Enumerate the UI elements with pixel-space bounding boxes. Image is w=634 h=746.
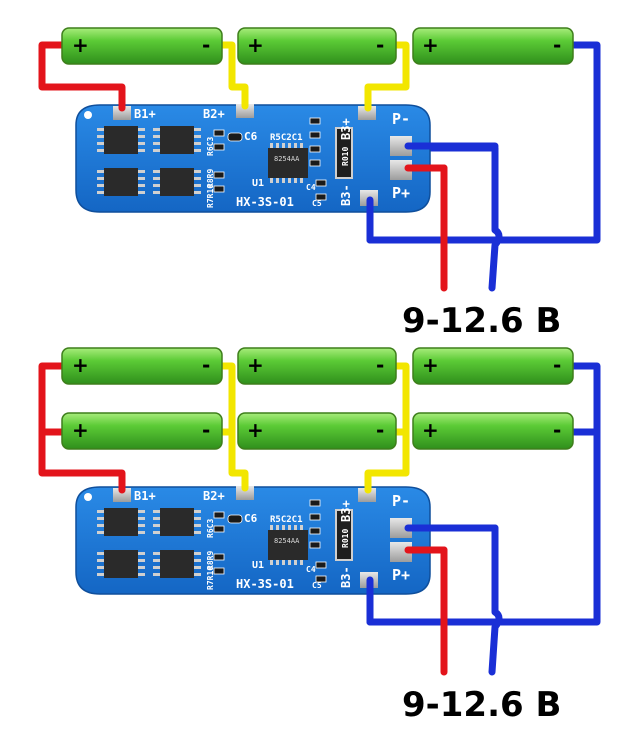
- label-u1: U1: [252, 560, 264, 571]
- pad-b1: [113, 106, 131, 120]
- cell-plus-label: +: [72, 418, 89, 442]
- label-b1: B1+: [134, 489, 156, 503]
- cell-bottom-1: + -: [61, 347, 223, 385]
- label-r7r10: R7R10: [206, 184, 215, 208]
- label-b3minus: B3-: [339, 184, 353, 206]
- ic-marking: 8254AA: [274, 537, 300, 545]
- label-b3minus: B3-: [339, 566, 353, 588]
- diagram-top: + - + - + -: [38, 27, 601, 341]
- diagram-bottom: + - + - + - + - + - + -: [38, 347, 601, 725]
- cell-plus-label: +: [247, 353, 264, 377]
- output-voltage-label: 9-12.6 B: [402, 685, 561, 725]
- cell-plus-label: +: [72, 353, 89, 377]
- cell-minus-label: -: [376, 418, 384, 442]
- label-r5c2c1: R5C2C1: [270, 515, 303, 525]
- label-c5: C5: [312, 199, 322, 208]
- cell-plus-label: +: [422, 418, 439, 442]
- cell-minus-label: -: [202, 353, 210, 377]
- bms-board-bottom: 8254AA R010 B1+ B2+ B3+ B3- P- P+ HX-3S-…: [75, 486, 431, 595]
- label-b1: B1+: [134, 107, 156, 121]
- cell-bottom-4: + -: [61, 412, 223, 450]
- pad-b3: [358, 106, 376, 120]
- label-b2: B2+: [203, 489, 225, 503]
- board-model: HX-3S-01: [236, 195, 294, 209]
- label-r6c3: R6C3: [206, 137, 215, 156]
- shunt-resistor: [335, 127, 353, 179]
- label-b3: B3+: [339, 500, 353, 522]
- pad-b2: [236, 104, 254, 118]
- output-voltage-label: 9-12.6 B: [402, 301, 561, 341]
- protection-ic: [268, 530, 308, 560]
- protection-ic: [268, 148, 308, 178]
- label-r8r9: R8R9: [206, 169, 215, 188]
- pad-pminus: [390, 136, 412, 156]
- cell-plus-label: +: [247, 33, 264, 57]
- shunt-label: R010: [341, 147, 350, 166]
- label-b2: B2+: [203, 107, 225, 121]
- label-c6: C6: [244, 512, 258, 525]
- cell-bottom-3: + -: [412, 347, 574, 385]
- label-pplus: P+: [392, 184, 410, 202]
- cell-top-3: + -: [412, 27, 574, 65]
- cell-minus-label: -: [202, 33, 210, 57]
- cell-minus-label: -: [553, 353, 561, 377]
- label-pminus: P-: [392, 492, 410, 510]
- mosfet-chips: [97, 508, 201, 578]
- shunt-resistor: [335, 509, 353, 561]
- label-pminus: P-: [392, 110, 410, 128]
- ic-marking: 8254AA: [274, 155, 300, 163]
- bms-board-top: 8254AA R010 B1+ B2+ B3+ B3- P- P+ HX-3S-…: [75, 104, 431, 213]
- cell-minus-label: -: [553, 33, 561, 57]
- cell-top-1: + -: [61, 27, 223, 65]
- cell-bottom-6: + -: [412, 412, 574, 450]
- cell-minus-label: -: [202, 418, 210, 442]
- label-r5c2c1: R5C2C1: [270, 133, 303, 143]
- label-r8r9: R8R9: [206, 551, 215, 570]
- label-pplus: P+: [392, 566, 410, 584]
- cell-plus-label: +: [422, 33, 439, 57]
- cell-minus-label: -: [376, 33, 384, 57]
- cell-minus-label: -: [553, 418, 561, 442]
- pad-b2: [236, 486, 254, 500]
- label-r6c3: R6C3: [206, 519, 215, 538]
- wire-blue-pminus: [406, 524, 503, 676]
- cell-minus-label: -: [376, 353, 384, 377]
- pad-pminus: [390, 518, 412, 538]
- board-model: HX-3S-01: [236, 577, 294, 591]
- label-r7r10: R7R10: [206, 566, 215, 590]
- pad-b3: [358, 488, 376, 502]
- label-c5: C5: [312, 581, 322, 590]
- shunt-label: R010: [341, 529, 350, 548]
- cell-plus-label: +: [247, 418, 264, 442]
- cell-plus-label: +: [72, 33, 89, 57]
- label-u1: U1: [252, 178, 264, 189]
- cell-bottom-2: + -: [237, 347, 397, 385]
- label-c6: C6: [244, 130, 258, 143]
- label-b3: B3+: [339, 118, 353, 140]
- pad-b1: [113, 488, 131, 502]
- cell-bottom-5: + -: [237, 412, 397, 450]
- mosfet-chips: [97, 126, 201, 196]
- label-c4: C4: [306, 565, 316, 574]
- wire-blue-pminus: [406, 144, 503, 292]
- cell-plus-label: +: [422, 353, 439, 377]
- label-c4: C4: [306, 183, 316, 192]
- cell-top-2: + -: [237, 27, 397, 65]
